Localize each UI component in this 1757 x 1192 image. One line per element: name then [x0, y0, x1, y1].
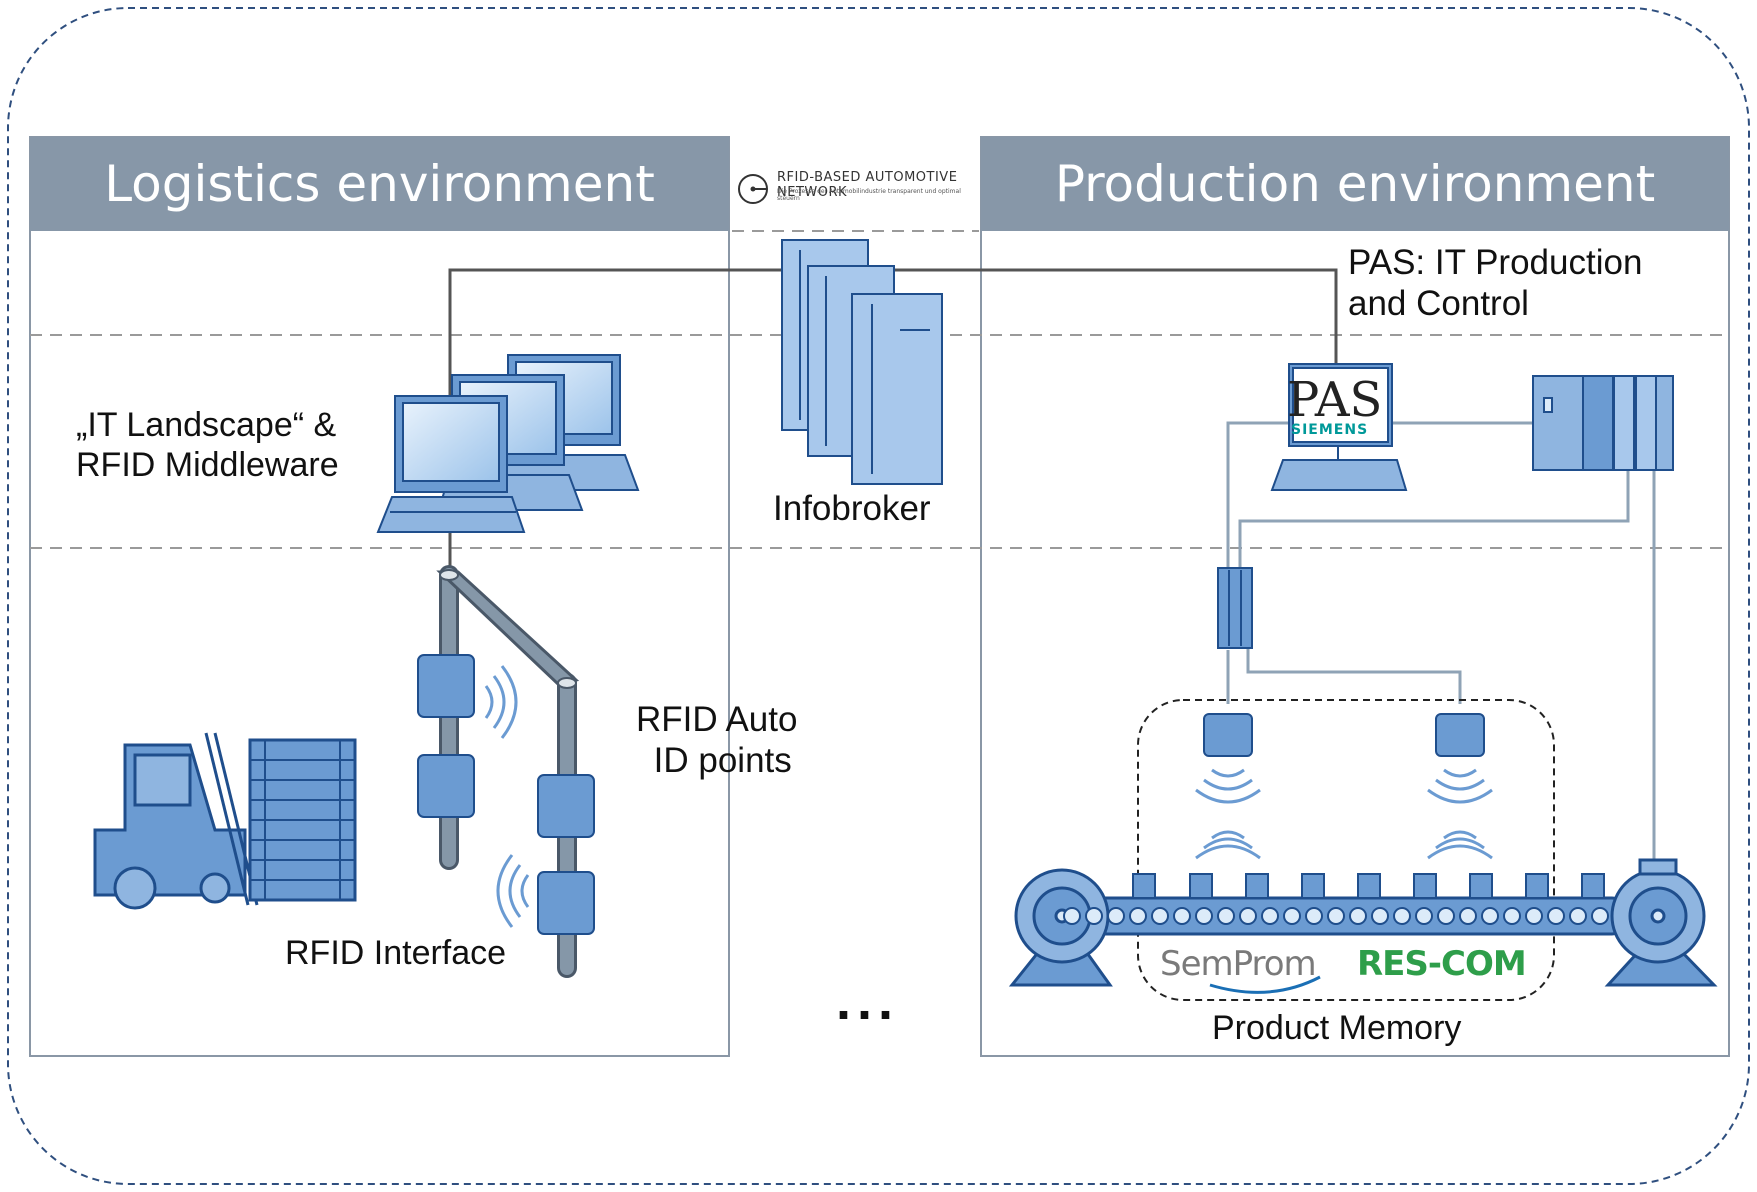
conveyor-roller — [1349, 907, 1367, 925]
conveyor-items — [1132, 873, 1605, 899]
conveyor-roller — [1173, 907, 1191, 925]
conveyor-roller — [1261, 907, 1279, 925]
conveyor-roller — [1481, 907, 1499, 925]
rfid-interface-label: RFID Interface — [285, 934, 507, 972]
conveyor-roller — [1239, 907, 1257, 925]
conveyor-roller — [1283, 907, 1301, 925]
logistics-header: Logistics environment — [30, 137, 729, 231]
infobroker-servers — [781, 239, 943, 485]
siemens-logo: SIEMENS — [1291, 422, 1369, 438]
it-landscape-line2: RFID Middleware — [76, 446, 339, 485]
pas-line1: PAS: IT Production — [1348, 243, 1643, 282]
conveyor-roller — [1437, 907, 1455, 925]
plc-controller — [1532, 375, 1674, 471]
network-logo-icon — [738, 174, 768, 204]
production-wave-icons — [1195, 768, 1493, 860]
product-memory-label: Product Memory — [1212, 1009, 1462, 1047]
conveyor-roller — [1525, 907, 1543, 925]
pas-computer — [1270, 363, 1408, 491]
semprom-logo: SemProm — [1160, 944, 1317, 984]
rfid-auto-line1: RFID Auto — [636, 700, 798, 739]
rfid-wave-icons — [484, 665, 530, 928]
conveyor-roller — [1063, 907, 1081, 925]
rfid-auto-label: RFID Auto ID points — [636, 699, 797, 782]
production-links — [1226, 421, 1656, 862]
conveyor-roller — [1217, 907, 1235, 925]
conveyor-roller — [1591, 907, 1609, 925]
logistics-title: Logistics environment — [104, 155, 655, 213]
network-logo: RFID-BASED AUTOMOTIVE NETWORK Die Prozes… — [737, 168, 969, 208]
conveyor-roller — [1569, 907, 1587, 925]
product-memory-box — [1137, 699, 1555, 1001]
conveyor-roller — [1107, 907, 1125, 925]
conveyor-roller — [1459, 907, 1477, 925]
rescom-logo: RES-COM — [1357, 944, 1527, 984]
rfid-readers-production — [1203, 713, 1485, 757]
io-module — [1217, 567, 1253, 649]
conveyor-roller — [1393, 907, 1411, 925]
rfid-readers-gate — [417, 654, 595, 935]
outer-frame — [7, 7, 1750, 1185]
computer-stack — [376, 354, 640, 533]
semprom-swoosh-icon — [1209, 975, 1321, 994]
conveyor-roller — [1085, 907, 1103, 925]
conveyor-roller — [1415, 907, 1433, 925]
pas-label: PAS: IT Production and Control — [1348, 242, 1642, 325]
pas-logo: PAS — [1287, 372, 1383, 428]
conveyor-roller — [1371, 907, 1389, 925]
pas-line2: and Control — [1348, 284, 1529, 324]
production-header: Production environment — [981, 137, 1729, 231]
it-landscape-line1: „IT Landscape“ & — [76, 406, 337, 444]
conveyor-roller — [1129, 907, 1147, 925]
conveyor-roller — [1195, 907, 1213, 925]
conveyor-roller — [1305, 907, 1323, 925]
production-title: Production environment — [1054, 155, 1656, 213]
network-logo-subtitle: Die Prozesse der Automobilindustrie tran… — [777, 188, 961, 202]
forklift-icon — [93, 732, 357, 910]
conveyor-roller — [1503, 907, 1521, 925]
conveyor-roller — [1151, 907, 1169, 925]
conveyor-roller — [1327, 907, 1345, 925]
it-landscape-label: „IT Landscape“ & RFID Middleware — [76, 405, 339, 485]
infobroker-label: Infobroker — [773, 489, 931, 528]
network-logo-title: RFID-BASED AUTOMOTIVE NETWORK — [777, 170, 958, 200]
conveyor-roller — [1547, 907, 1565, 925]
rfid-auto-line2: ID points — [653, 741, 792, 781]
ellipsis-label: ... — [836, 971, 900, 1031]
